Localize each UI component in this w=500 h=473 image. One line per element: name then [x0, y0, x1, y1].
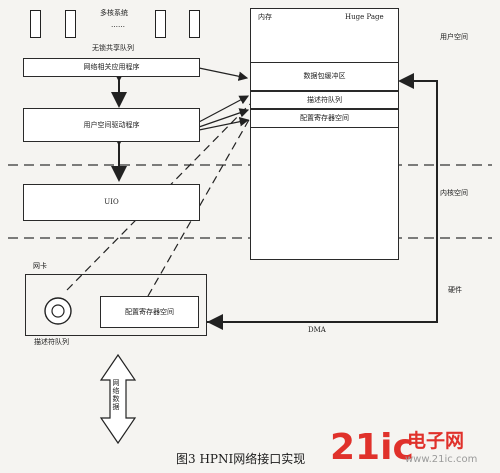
dma-label: DMA: [308, 326, 326, 334]
userspace-driver-box: 用户空间驱动程序: [23, 108, 200, 142]
cpu-core-4: [189, 10, 200, 38]
cpu-core-1: [30, 10, 41, 38]
nic-reg-space-label: 配置寄存器空间: [125, 307, 174, 316]
nic-box: [25, 274, 207, 336]
cpu-core-2: [65, 10, 76, 38]
cpu-core-3: [155, 10, 166, 38]
hugepage-label: Huge Page: [345, 13, 384, 21]
uio-label: UIO: [104, 198, 119, 206]
figure-caption: 图3 HPNI网络接口实现: [176, 452, 306, 466]
packet-buffer-region: 数据包缓冲区: [250, 62, 399, 91]
watermark-url: www.21ic.com: [405, 454, 478, 465]
network-app-box: 网络相关应用程序: [23, 58, 200, 77]
nic-reg-mapping-line: [147, 117, 251, 297]
mem-reg-space-region: 配置寄存器空间: [250, 109, 399, 128]
memory-label: 内存: [258, 13, 272, 21]
mem-reg-space-label: 配置寄存器空间: [300, 114, 349, 122]
network-data-label: 网络数据: [112, 379, 120, 411]
memory-box: [250, 8, 399, 260]
mem-desc-queue-label: 描述符队列: [307, 95, 342, 104]
driver-to-memory-arrow-2: [198, 108, 250, 128]
user-space-label: 用户空间: [440, 33, 468, 41]
userspace-driver-label: 用户空间驱动程序: [83, 120, 140, 129]
kernel-space-label: 内核空间: [440, 189, 468, 197]
hardware-label: 硬件: [448, 286, 462, 294]
nic-label: 网卡: [33, 262, 47, 270]
nic-desc-ring-inner: [51, 304, 65, 318]
driver-to-memory-arrow-1: [198, 95, 250, 123]
lockfree-queue-label: 无锁共享队列: [92, 44, 134, 52]
watermark-brand: 21ic: [330, 427, 414, 468]
dma-loop: [207, 73, 438, 323]
multicore-title: 多核系统: [100, 9, 128, 17]
network-app-label: 网络相关应用程序: [83, 63, 140, 71]
network-data-arrow: [99, 353, 137, 445]
watermark-cn: 电子网: [407, 430, 465, 452]
uio-box: UIO: [23, 184, 200, 221]
nic-reg-space-box: 配置寄存器空间: [100, 296, 199, 328]
multicore-dots: ……: [111, 21, 125, 29]
mem-desc-queue-region: 描述符队列: [250, 91, 399, 109]
driver-to-memory-arrow-3: [198, 116, 250, 131]
nic-desc-queue-label: 描述符队列: [34, 338, 69, 346]
app-to-buffer-arrow: [198, 67, 249, 81]
packet-buffer-label: 数据包缓冲区: [303, 72, 346, 80]
